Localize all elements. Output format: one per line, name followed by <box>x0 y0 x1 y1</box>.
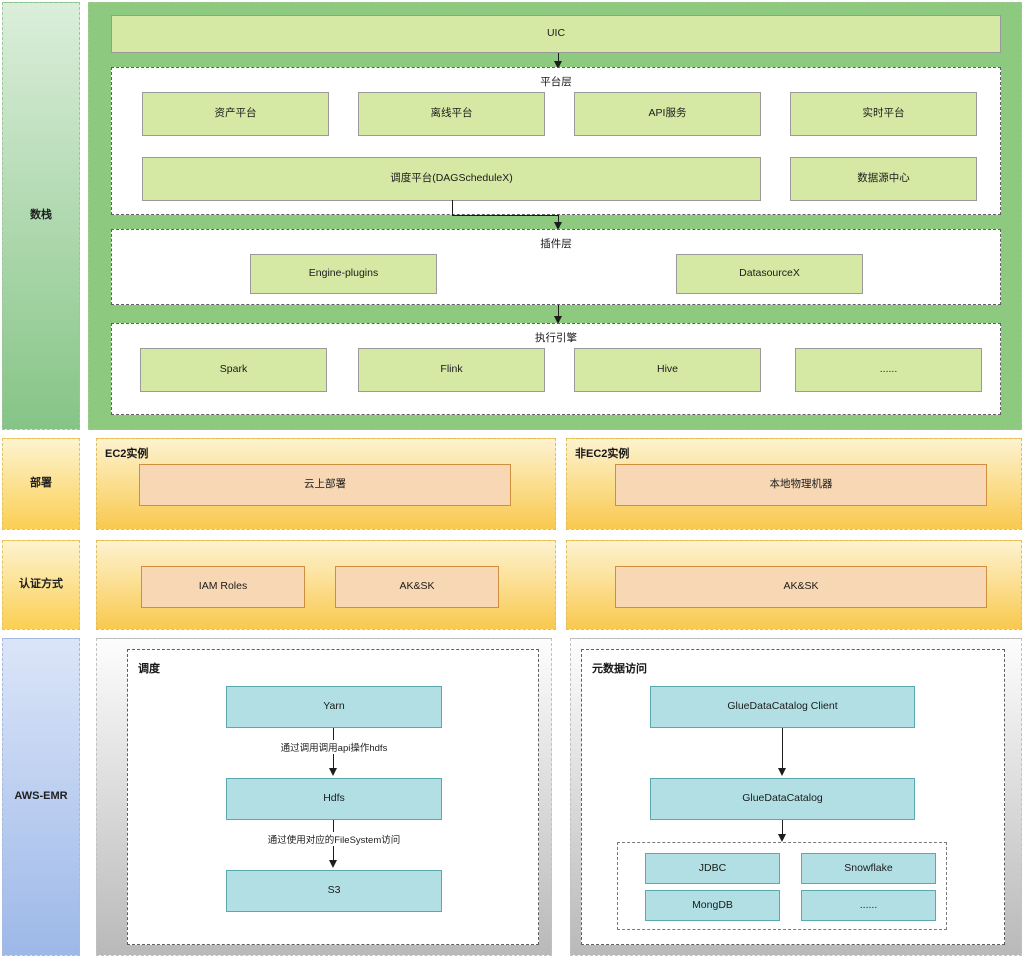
deploy-ec2-caption: EC2实例 <box>105 448 149 460</box>
group-data-sources: JDBC Snowflake MongDB ...... <box>617 842 947 930</box>
node-hive[interactable]: Hive <box>574 348 761 392</box>
node-hdfs[interactable]: Hdfs <box>226 778 442 820</box>
arrow-schedule-plugin-seg2 <box>452 215 559 216</box>
node-snowflake[interactable]: Snowflake <box>801 853 936 884</box>
node-schedule-platform[interactable]: 调度平台(DAGScheduleX) <box>142 157 761 201</box>
group-platform-layer-caption: 平台层 <box>540 76 572 88</box>
node-source-more[interactable]: ...... <box>801 890 936 921</box>
arrow-plugin-engine-head <box>554 316 562 324</box>
node-offline-platform[interactable]: 离线平台 <box>358 92 545 136</box>
node-spark[interactable]: Spark <box>140 348 327 392</box>
node-engine-more[interactable]: ...... <box>795 348 982 392</box>
group-metadata-access: 元数据访问 GlueDataCatalog Client GlueDataCat… <box>581 649 1005 945</box>
edge-label-hdfs-s3: 通过使用对应的FileSystem访问 <box>265 832 403 846</box>
node-realtime-platform[interactable]: 实时平台 <box>790 92 977 136</box>
auth-ec2-panel: IAM Roles AK&SK <box>96 540 556 630</box>
arrow-schedule-plugin-seg3 <box>558 215 559 225</box>
node-cloud-deploy[interactable]: 云上部署 <box>139 464 511 506</box>
deploy-ec2-panel: EC2实例 云上部署 <box>96 438 556 530</box>
node-local-machine[interactable]: 本地物理机器 <box>615 464 987 506</box>
edge-label-yarn-hdfs: 通过调用调用api操作hdfs <box>278 740 390 754</box>
node-glue-catalog[interactable]: GlueDataCatalog <box>650 778 915 820</box>
auth-nonec2-panel: AK&SK <box>566 540 1022 630</box>
node-uic[interactable]: UIC <box>111 15 1001 53</box>
group-scheduling-caption: 调度 <box>138 663 160 675</box>
awsemr-metadata-panel: 元数据访问 GlueDataCatalog Client GlueDataCat… <box>570 638 1022 956</box>
lane-datastack-label: 数栈 <box>30 209 52 222</box>
arrow-hdfs-s3-head <box>329 860 337 868</box>
deploy-nonec2-caption: 非EC2实例 <box>575 448 630 460</box>
arrow-client-catalog-head <box>778 768 786 776</box>
node-asset-platform[interactable]: 资产平台 <box>142 92 329 136</box>
arrow-uic-platform-line <box>558 53 559 63</box>
arrow-uic-platform-head <box>554 61 562 69</box>
node-aksk-nonec2[interactable]: AK&SK <box>615 566 987 608</box>
group-platform-layer: 平台层 资产平台 离线平台 API服务 实时平台 调度平台(DAGSchedul… <box>111 67 1001 215</box>
arrow-plugin-engine-line <box>558 305 559 319</box>
datastack-panel: UIC 平台层 资产平台 离线平台 API服务 实时平台 调度平台(DAGSch… <box>88 2 1022 430</box>
node-s3[interactable]: S3 <box>226 870 442 912</box>
node-mongdb[interactable]: MongDB <box>645 890 780 921</box>
node-datasourcex[interactable]: DatasourceX <box>676 254 863 294</box>
arrow-yarn-hdfs-head <box>329 768 337 776</box>
arrow-schedule-plugin-seg1 <box>452 200 453 215</box>
node-jdbc[interactable]: JDBC <box>645 853 780 884</box>
node-engine-plugins[interactable]: Engine-plugins <box>250 254 437 294</box>
group-plugin-layer-caption: 插件层 <box>540 238 572 250</box>
group-plugin-layer: 插件层 Engine-plugins DatasourceX <box>111 229 1001 305</box>
lane-auth: 认证方式 <box>2 540 80 630</box>
arrow-schedule-plugin-head <box>554 222 562 230</box>
node-glue-catalog-client[interactable]: GlueDataCatalog Client <box>650 686 915 728</box>
lane-datastack: 数栈 <box>2 2 80 430</box>
node-api-service[interactable]: API服务 <box>574 92 761 136</box>
lane-auth-label: 认证方式 <box>19 578 63 591</box>
node-iam-roles[interactable]: IAM Roles <box>141 566 305 608</box>
node-aksk-ec2[interactable]: AK&SK <box>335 566 499 608</box>
lane-deploy: 部署 <box>2 438 80 530</box>
node-datasource-center[interactable]: 数据源中心 <box>790 157 977 201</box>
lane-awsemr: AWS-EMR <box>2 638 80 956</box>
deploy-nonec2-panel: 非EC2实例 本地物理机器 <box>566 438 1022 530</box>
lane-awsemr-label: AWS-EMR <box>14 790 68 803</box>
group-engine-layer: 执行引擎 Spark Flink Hive ...... <box>111 323 1001 415</box>
arrow-catalog-sources-line <box>782 820 783 840</box>
group-scheduling: 调度 Yarn 通过调用调用api操作hdfs Hdfs 通过使用对应的File… <box>127 649 539 945</box>
lane-deploy-label: 部署 <box>30 477 52 490</box>
group-engine-layer-caption: 执行引擎 <box>535 332 577 344</box>
awsemr-scheduling-panel: 调度 Yarn 通过调用调用api操作hdfs Hdfs 通过使用对应的File… <box>96 638 552 956</box>
node-yarn[interactable]: Yarn <box>226 686 442 728</box>
group-metadata-caption: 元数据访问 <box>592 663 647 675</box>
arrow-catalog-sources-head <box>778 834 786 842</box>
node-uic-label: UIC <box>546 27 566 40</box>
node-flink[interactable]: Flink <box>358 348 545 392</box>
arrow-client-catalog-line <box>782 728 783 774</box>
